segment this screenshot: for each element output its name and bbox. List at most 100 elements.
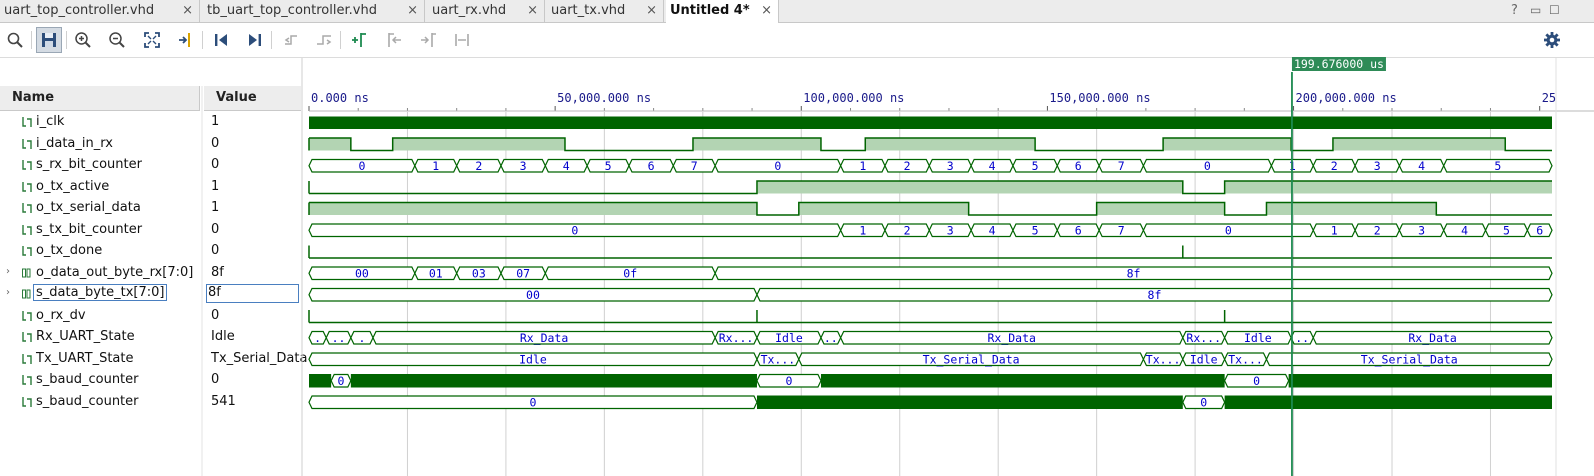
zoom-out-button[interactable] — [104, 27, 130, 53]
cursor-time-label: 199.676000 us — [1294, 57, 1384, 71]
bus-value-label: Rx... — [1186, 331, 1221, 345]
high-level-fill — [798, 202, 969, 215]
bus-value-label: 0 — [1204, 159, 1211, 173]
signal-name: i_data_in_rx — [36, 135, 113, 151]
signal-row[interactable]: ›s_data_byte_tx[7:0]8f — [0, 284, 302, 305]
bus-segment — [1354, 223, 1401, 238]
bus-value-label: . — [314, 331, 321, 345]
signal-value: 1 — [211, 178, 220, 194]
tab-uart-tx[interactable]: uart_tx.vhd × — [547, 0, 664, 22]
expand-chevron-icon[interactable]: › — [6, 265, 10, 277]
swap-cursors-button[interactable] — [449, 27, 475, 53]
bus-segment — [1443, 223, 1487, 238]
zoom-fit-button[interactable] — [139, 27, 165, 53]
bus-value-label: 3 — [947, 223, 954, 237]
bus-segment — [1098, 223, 1145, 238]
go-to-end-icon — [249, 34, 261, 46]
high-level-fill — [309, 138, 351, 151]
zoom-in-button[interactable] — [70, 27, 96, 53]
high-level-fill — [1266, 202, 1437, 215]
expand-chevron-icon[interactable]: › — [6, 287, 10, 298]
help-icon[interactable]: ? — [1511, 3, 1518, 18]
search-button[interactable] — [2, 27, 28, 53]
high-level-fill — [309, 202, 757, 215]
high-level-fill — [392, 138, 565, 151]
bus-value-label: 5 — [1032, 223, 1039, 237]
bus-segment — [308, 395, 758, 410]
high-level-fill — [1224, 181, 1552, 194]
tab-uart-rx[interactable]: uart_rx.vhd × — [428, 0, 545, 22]
signal-name: o_tx_done — [36, 243, 103, 258]
high-level-fill — [1163, 138, 1292, 151]
time-ruler-label: 200,000.000 ns — [1296, 91, 1397, 105]
next-transition-button[interactable] — [311, 27, 337, 53]
tab-label: tb_uart_top_controller.vhd — [207, 3, 377, 18]
signal-name: o_data_out_byte_rx[7:0] — [36, 264, 194, 280]
previous-transition-button[interactable] — [277, 27, 303, 53]
save-button[interactable] — [36, 27, 62, 53]
maximize-icon[interactable]: ☐ — [1549, 3, 1560, 17]
logic-signal-icon — [22, 138, 32, 149]
waveform-toolbar — [0, 23, 1594, 58]
close-icon[interactable]: × — [527, 3, 538, 18]
bus-value-label: Rx_Data — [1408, 331, 1456, 345]
signal-name: s_data_byte_tx[7:0] — [32, 284, 168, 301]
close-icon[interactable]: × — [182, 3, 193, 18]
tab-tb-uart-top-controller[interactable]: tb_uart_top_controller.vhd × — [203, 0, 425, 22]
signal-row[interactable]: o_tx_active 1 — [0, 177, 302, 198]
previous-marker-button[interactable] — [381, 27, 407, 53]
tab-label: uart_rx.vhd — [432, 3, 507, 18]
bus-segment — [1354, 158, 1401, 173]
logic-signal-icon — [22, 224, 32, 235]
tab-uart-top-controller[interactable]: uart_top_controller.vhd × — [0, 0, 200, 22]
bus-value-label: 1 — [859, 223, 866, 237]
bus-segment — [820, 330, 842, 345]
close-icon[interactable]: × — [646, 3, 657, 18]
add-marker-button[interactable] — [346, 27, 372, 53]
bus-value-label: 2 — [1374, 223, 1381, 237]
bus-segment — [756, 373, 822, 388]
tab-label: Untitled 4* — [670, 3, 750, 18]
logic-signal-icon — [22, 396, 32, 407]
close-icon[interactable]: × — [761, 3, 772, 18]
signal-row[interactable]: ›o_data_out_byte_rx[7:0]8f — [0, 263, 302, 284]
restore-icon[interactable]: ▭ — [1530, 3, 1542, 17]
bus-value-label: 0 — [338, 374, 345, 388]
signal-name: o_tx_active — [36, 178, 110, 194]
bus-segment — [456, 266, 502, 281]
settings-button[interactable] — [1539, 27, 1565, 53]
bus-segment — [1142, 223, 1314, 238]
value-column-header[interactable]: Value — [204, 86, 301, 111]
bus-segment — [544, 266, 716, 281]
bus-segment — [1056, 223, 1100, 238]
tab-untitled-4[interactable]: Untitled 4* × — [666, 0, 779, 23]
high-level-fill — [1332, 138, 1506, 151]
gear-icon — [1544, 32, 1560, 48]
bus-segment — [308, 158, 416, 173]
high-level-fill — [756, 181, 1183, 194]
name-column-header[interactable]: Name — [0, 86, 200, 111]
go-to-time-0-button[interactable] — [208, 27, 234, 53]
toolbar-separator — [340, 31, 341, 49]
signal-name: o_rx_dv — [36, 307, 86, 323]
close-icon[interactable]: × — [407, 3, 418, 18]
bus-value-label: 5 — [1494, 159, 1501, 173]
bus-value-label: Tx... — [761, 352, 796, 366]
next-marker-button[interactable] — [415, 27, 441, 53]
logic-signal-icon — [22, 203, 32, 213]
go-to-cursor-button[interactable] — [173, 27, 199, 53]
go-to-last-time-button[interactable] — [242, 27, 268, 53]
bus-segment — [414, 158, 458, 173]
